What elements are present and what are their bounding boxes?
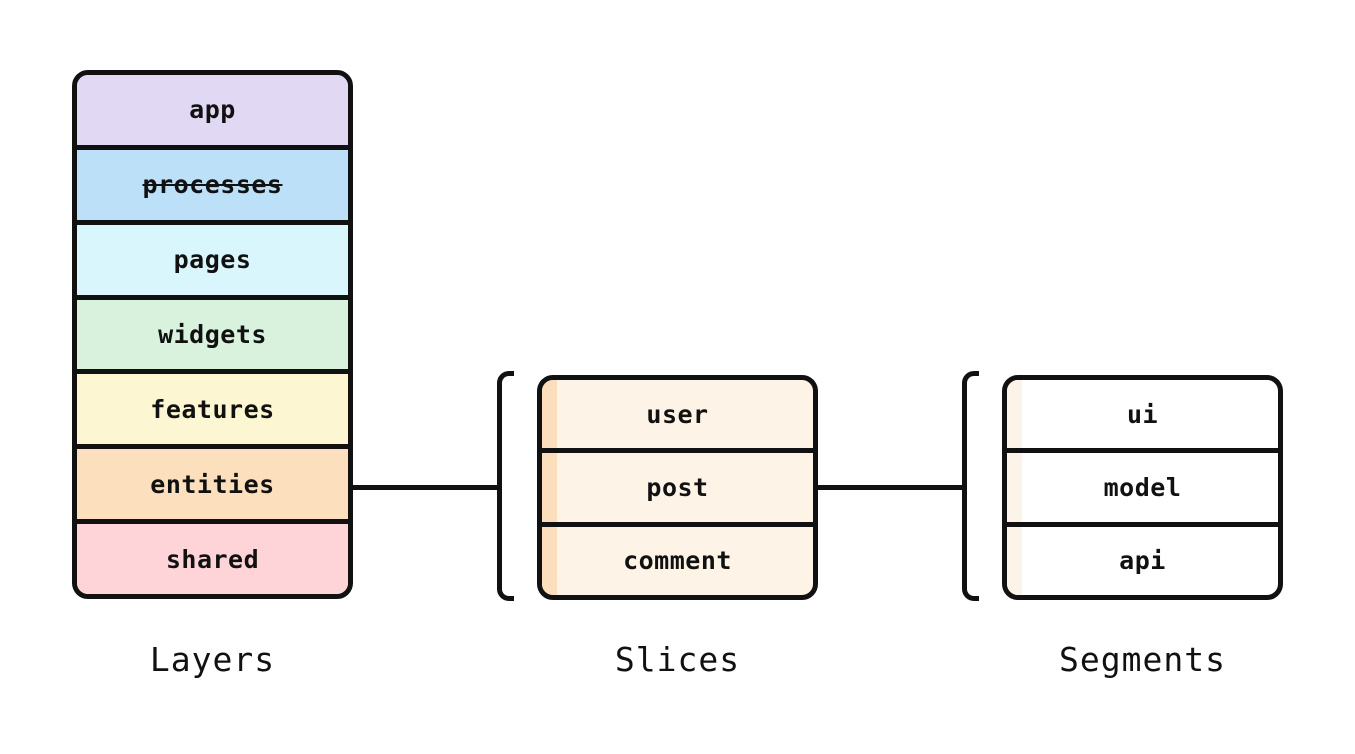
layer-row-app: app — [77, 75, 348, 145]
layers-caption: Layers — [149, 640, 276, 679]
slices-accent-strip — [542, 380, 557, 595]
layer-row-entities: entities — [77, 444, 348, 520]
slice-label-user: user — [646, 399, 709, 429]
layer-row-features: features — [77, 369, 348, 445]
connector-layers-to-slices — [353, 485, 497, 490]
segments-bracket-icon — [962, 371, 979, 601]
connector-slices-to-segments — [818, 485, 962, 490]
layer-label-entities: entities — [150, 469, 275, 499]
slices-bracket-icon — [497, 371, 514, 601]
segment-label-api: api — [1119, 546, 1166, 576]
segments-accent-strip — [1007, 380, 1022, 595]
slices-caption: Slices — [614, 640, 741, 679]
layer-label-features: features — [150, 394, 275, 424]
segment-label-model: model — [1103, 472, 1182, 502]
segments-caption: Segments — [1059, 640, 1226, 679]
layer-row-processes: processes — [77, 144, 348, 220]
layers-stack: app processes pages widgets features ent… — [72, 70, 353, 599]
layer-row-shared: shared — [77, 519, 348, 594]
slice-row-comment: comment — [542, 521, 813, 595]
layer-label-shared: shared — [165, 544, 260, 574]
slice-label-post: post — [646, 472, 709, 502]
slice-row-post: post — [542, 448, 813, 521]
layer-row-pages: pages — [77, 219, 348, 295]
layer-label-processes: processes — [142, 170, 283, 200]
slices-stack: user post comment — [537, 375, 818, 600]
segment-row-ui: ui — [1007, 380, 1278, 448]
segments-stack: ui model api — [1002, 375, 1283, 600]
layer-row-widgets: widgets — [77, 294, 348, 370]
layer-label-pages: pages — [173, 245, 252, 275]
segment-row-api: api — [1007, 521, 1278, 595]
slice-label-comment: comment — [623, 546, 732, 576]
segment-label-ui: ui — [1126, 399, 1159, 429]
segment-row-model: model — [1007, 448, 1278, 521]
slice-row-user: user — [542, 380, 813, 448]
layer-label-app: app — [189, 95, 236, 125]
layer-label-widgets: widgets — [158, 320, 267, 349]
